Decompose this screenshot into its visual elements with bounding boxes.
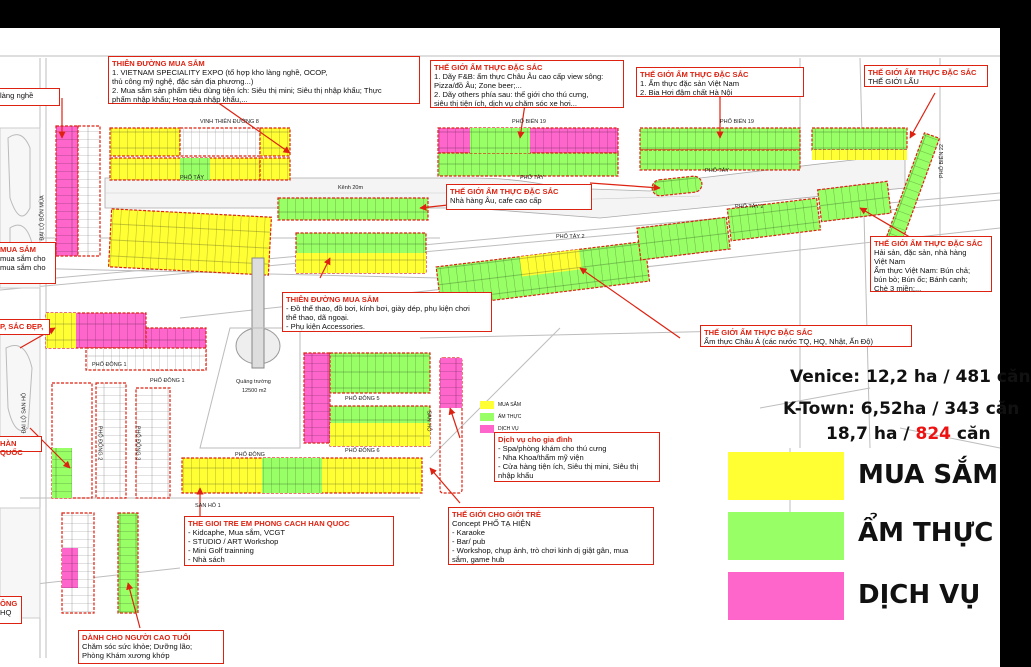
callout-hotpot-world: THẾ GIỚI ẨM THỰC ĐẶC SẮC THẾ GIỚI LẨU [864,65,988,87]
plaza-label: Quảng trường [236,379,271,385]
site-map [0,55,1001,658]
road-label-pho-tay-2b: PHỐ TÂY 2 [556,234,585,240]
legend-service-label: DỊCH VỤ [858,580,981,610]
callout-shopping-paradise-2: THIÊN ĐƯỜNG MUA SẮM - Đồ thể thao, đồ bơ… [282,292,492,332]
legend-shopping-swatch [728,452,844,500]
block-pho-tay-2 [435,180,892,308]
road-label-kenh: Kênh 20m [338,185,364,191]
road-label-pho-dong-1: PHỐ ĐÔNG 1 [150,378,185,384]
road-label-pho-bien-22: PHỐ BIỂN 22 [938,144,945,178]
small-legend-service-swatch [480,425,494,433]
road-label-pho-dong-6: PHỐ ĐÔNG 6 [345,448,380,454]
block-dai-lo-bon-mua [55,125,101,257]
road-label-san-ho-1: SAN HÔ 1 [195,503,221,509]
road-label-pho-tay-c: PHỐ TÂY [705,168,730,174]
road-label-pho-bien-19-right: PHỐ BIỂN 19 [720,119,754,125]
block-pho-dong-7 [61,512,139,614]
block-san-ho-1 [181,457,423,494]
legend-food-swatch [728,512,844,560]
road-label-pho-tay-b: PHỐ TÂY [520,175,545,181]
small-legend-food-label: ẨM THỰC [498,414,522,420]
plaza-area-label: 12500 m2 [242,388,267,394]
road-label-dai-lo-bon-mua: ĐẠI LỘ BỐN MÙA [39,195,46,241]
callout-elderly-care: DÀNH CHO NGƯỜI CAO TUỔI Chăm sóc sức khỏ… [78,630,224,664]
callout-left-shopping: MUA SẮM mua sắm cho mua sắm cho [0,242,56,284]
small-legend-service-label: DỊCH VỤ [498,426,519,432]
block-pho-tay-3 [107,208,427,276]
callout-shopping-paradise-1: THIÊN ĐƯỜNG MUA SẮM 1. VIETNAM SPECIALIT… [108,56,420,104]
legend-shopping-label: MUA SẮM [858,460,999,490]
stat-total-prefix: 18,7 ha / [826,424,916,444]
legend-service-swatch [728,572,844,620]
road-label-pho-dong: PHỐ ĐÔNG [235,452,265,458]
road-label-pho-tay-2: PHỐ TÂY 2 [735,204,764,210]
callout-left-beauty: P, SẮC ĐẸP, [0,319,50,335]
callout-left-bottom: ÔNG HQ [0,596,22,624]
callout-seafood-vietnam: THẾ GIỚI ẨM THỰC ĐẶC SẮC Hải sản, đặc sả… [870,236,992,293]
block-pho-dong-5-6 [303,352,431,447]
block-pho-dong-2-3 [51,382,171,499]
road-label-pho-dong-2: PHỐ ĐÔNG 2 [96,425,103,461]
small-legend-shopping-swatch [480,401,494,409]
road-label-pho-dong-5: PHỐ ĐÔNG 5 [345,396,380,402]
small-legend-shopping-label: MUA SẮM [498,402,522,408]
road-label-dai-lo-san-ho: ĐẠI LỘ SAN HÔ [21,392,28,434]
plaza [199,257,301,449]
block-pho-bien-19 [437,127,619,177]
stat-total-count: 824 [915,424,951,444]
stat-venice: Venice: 12,2 ha / 481 căn [790,367,1031,387]
block-pho-tay-island [651,175,703,197]
road-label-pho-bien-19: PHỐ BIỂN 19 [512,119,546,125]
callout-left-craft: làng nghề [0,88,60,106]
legend-food-label: ẨM THỰC [858,518,994,548]
top-black-bar [0,0,1000,28]
callout-left-korea: HÀN QUỐC [0,436,42,457]
callout-asian-cuisine: THẾ GIỚI ẨM THỰC ĐẶC SẮC Ẩm thực Châu Á … [700,325,912,347]
stat-ktown: K-Town: 6,52ha / 343 căn [783,399,1020,419]
callout-cuisine-vietnam: THẾ GIỚI ẨM THỰC ĐẶC SẮC 1. Ẩm thực đặc … [636,67,804,97]
stat-total: 18,7 ha / 824 căn [826,424,991,444]
road-label-vinh-thien-duong: VINH THIÊN ĐƯỜNG 8 [200,119,259,125]
callout-youth-world: THẾ GIỚI CHO GIỚI TRẺ Concept PHỐ TẠ HIỆ… [448,507,654,565]
small-legend-food-swatch [480,413,494,421]
block-pho-bien-19-right [639,127,908,171]
road-label-pho-dong-1b: PHỐ ĐÔNG 1 [92,362,127,368]
road-label-san-ho: SAN HÔ [425,410,432,432]
block-pho-tay-cafe [277,197,429,221]
callout-korean-kids: THE GIOI TRE EM PHONG CACH HAN QUOC - Ki… [184,516,394,566]
callout-family-services: Dịch vụ cho gia đình - Spa/phòng khám ch… [494,432,660,482]
block-pho-dong-1 [45,312,207,371]
block-san-ho [439,357,463,494]
road-label-pho-dong-3: PHỐ ĐÔNG 3 [134,425,141,461]
stat-total-suffix: căn [950,424,991,444]
road-label-pho-tay-a: PHỐ TÂY [180,175,205,181]
callout-cuisine-europe: THẾ GIỚI ẨM THỰC ĐẶC SẮC 1. Dãy F&B: ẩm … [430,60,624,108]
block-vinh-thien-duong-8 [109,127,291,181]
callout-european-cafe: THẾ GIỚI ẨM THỰC ĐẶC SẮC Nhà hàng Âu, ca… [446,184,592,210]
